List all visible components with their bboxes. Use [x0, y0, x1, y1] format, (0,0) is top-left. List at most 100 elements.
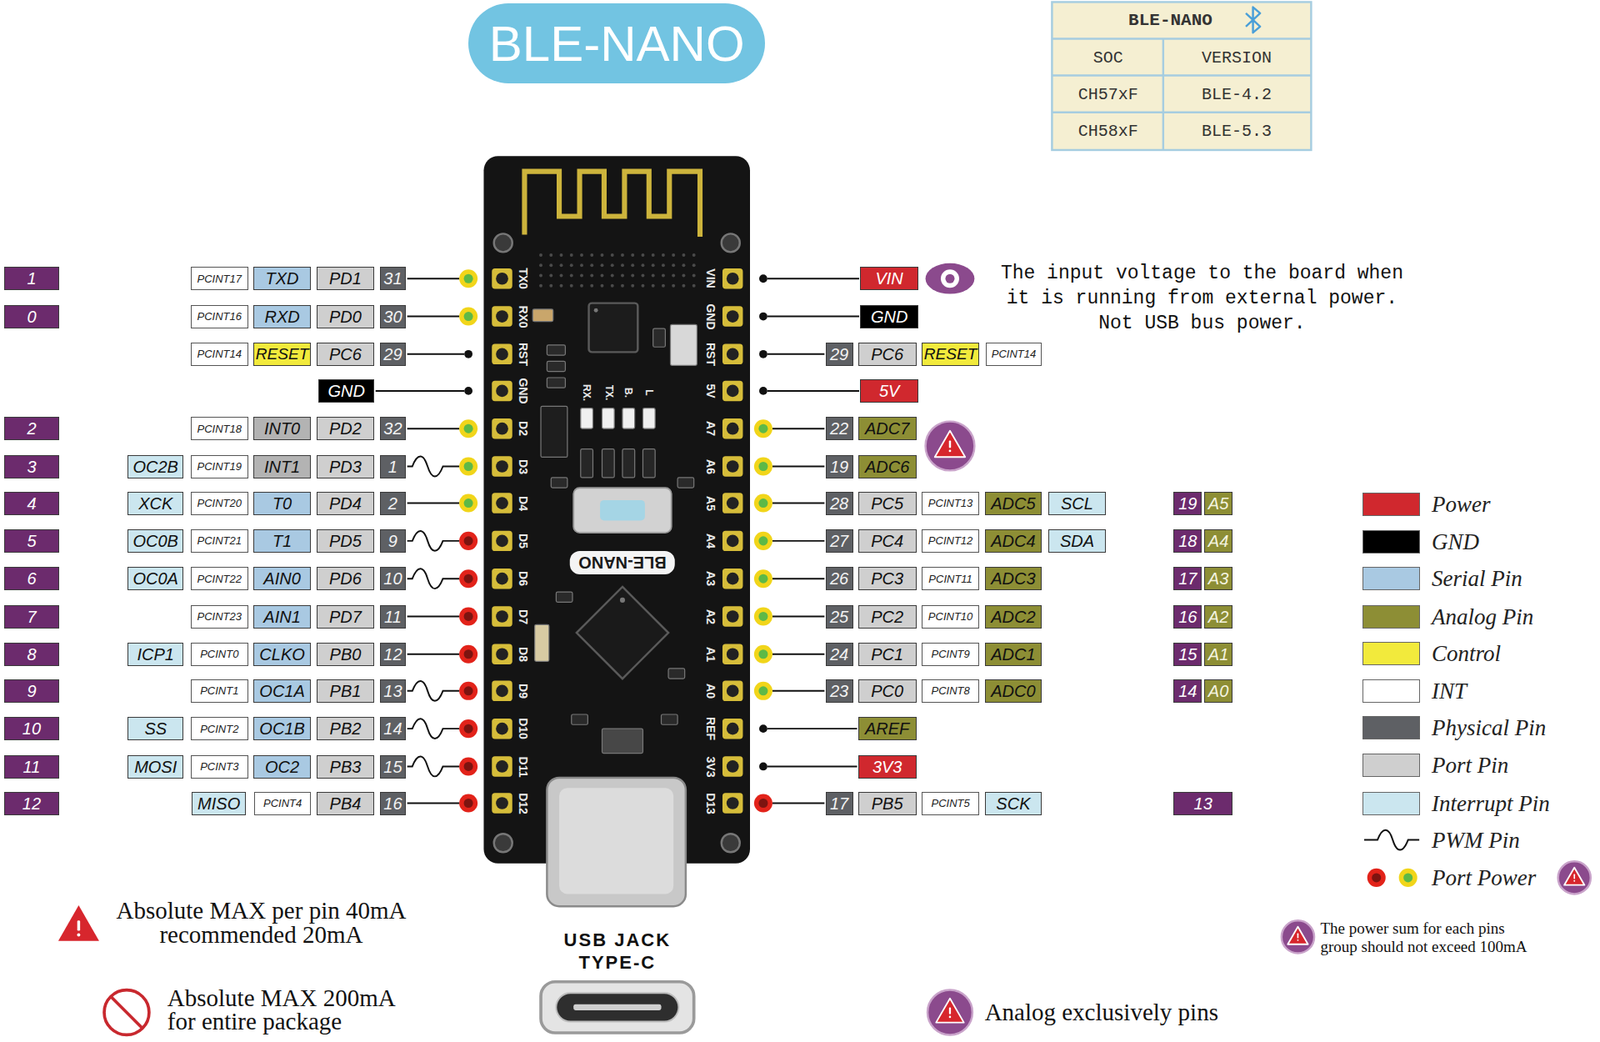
pin-label-text: GND	[327, 382, 365, 400]
pwm-wire	[407, 568, 460, 589]
arduino-pin-number: 18	[1173, 529, 1202, 553]
port-power-core	[464, 611, 474, 621]
reset-button-cap	[600, 500, 645, 520]
header-pad	[491, 680, 512, 701]
via-dot	[671, 263, 675, 267]
via-dot	[590, 274, 594, 278]
pin-label-text: ICP1	[136, 645, 174, 663]
pcint-label: PCINT1	[190, 679, 249, 703]
pin-label-text: ADC7	[865, 420, 910, 437]
pin-label-text: PCINT11	[928, 573, 973, 585]
header-pad	[722, 792, 743, 813]
exclamation-dot	[76, 932, 80, 936]
silkscreen-label: 3V3	[705, 755, 717, 777]
via-dot	[620, 263, 625, 267]
physical-pin-number: 28	[825, 491, 854, 515]
port-pin-label: PD4	[316, 491, 375, 515]
function-label: RXD	[253, 305, 312, 329]
pin-label-text: 24	[830, 645, 849, 663]
table-cell: VERSION	[1201, 47, 1272, 67]
pin-label-text: 0	[26, 308, 36, 325]
pin-label-text: PD5	[329, 532, 362, 550]
via-dot	[661, 253, 665, 257]
pin-wire	[772, 540, 825, 542]
mounting-hole	[494, 233, 513, 252]
pin-label-text: GND	[870, 308, 908, 325]
table-rule	[1162, 39, 1165, 150]
pin-label-text: PC5	[870, 495, 904, 512]
usb-c-icon	[540, 981, 695, 1033]
port-power-dot	[754, 645, 773, 664]
header-hole	[726, 722, 740, 735]
interrupt-pin-label: SS	[127, 716, 184, 740]
physical-pin-number: 15	[380, 755, 407, 779]
pcint-label: PCINT3	[190, 755, 249, 779]
analog-label: AREF	[858, 716, 917, 740]
port-power-dot	[459, 793, 478, 812]
pin-wire	[767, 315, 860, 318]
interrupt-pin-label: ICP1	[127, 642, 184, 666]
arduino-pin-number: 8	[4, 642, 60, 666]
smd-component	[580, 449, 594, 478]
physical-pin-number: 12	[380, 642, 407, 666]
via-dot	[580, 263, 584, 267]
main-chip	[576, 586, 669, 679]
header-pad	[722, 492, 743, 513]
prohibition-bar	[110, 996, 143, 1029]
pwm-wire	[407, 530, 460, 551]
pin-label-text: OC2B	[132, 458, 178, 475]
led-label: RX.	[581, 384, 592, 401]
port-power-dot	[459, 494, 478, 513]
pin-label-text: SCL	[1060, 495, 1094, 512]
via-dot	[610, 253, 615, 257]
port-power-dot	[1367, 868, 1386, 887]
header-hole	[726, 347, 740, 360]
pin-label-text: 3V3	[872, 758, 903, 775]
pcint-label: PCINT19	[190, 455, 249, 479]
pin-label-text: PCINT0	[200, 648, 239, 660]
pin-label-text: XCK	[138, 495, 173, 512]
pin-label-text: 29	[830, 345, 849, 363]
interrupt-pin-label: SCK	[985, 791, 1043, 815]
pin-label-text: ADC4	[990, 532, 1035, 550]
interrupt-pin-label: OC2B	[127, 455, 184, 479]
via-dot	[590, 263, 594, 267]
interrupt-pin-label: OC0A	[127, 566, 184, 590]
icon-disc	[925, 421, 975, 471]
pin-label-text: PC4	[870, 532, 904, 550]
legend-text: Physical Pin	[1431, 716, 1546, 740]
pin-label-text: 5	[26, 532, 36, 550]
arduino-pin-number: 15	[1173, 642, 1202, 666]
port-pin-label: PD2	[316, 416, 375, 440]
exclamation-bar	[1573, 874, 1575, 880]
physical-pin-number: 25	[825, 605, 854, 629]
legend-swatch	[1362, 530, 1421, 554]
interrupt-pin-label: SCL	[1048, 491, 1107, 515]
pcint-label: PCINT9	[921, 642, 980, 666]
header-hole	[495, 310, 509, 323]
pin-label-text: PCINT1	[200, 685, 239, 696]
via-dot	[641, 284, 645, 288]
port-power-core	[464, 761, 474, 771]
pin-label-text: AIN1	[263, 608, 300, 625]
silkscreen-label: D5	[517, 533, 530, 549]
via-dot	[681, 253, 685, 257]
pin-label-text: RXD	[264, 308, 300, 325]
physical-pin-number: 2	[380, 491, 407, 515]
silkscreen-label: RST	[517, 342, 530, 366]
icon-disc	[1281, 920, 1315, 953]
port-pin-label: PD3	[316, 455, 375, 479]
pin-label-text: INT1	[264, 458, 300, 475]
pin-label-text: 12	[22, 795, 41, 812]
via-dot	[580, 274, 584, 278]
chip-pin1-mark	[620, 597, 625, 603]
analog-alias-label: A4	[1204, 529, 1233, 553]
pin-label-text: A0	[1208, 682, 1229, 700]
port-power-core	[758, 535, 768, 545]
analog-alias-label: A1	[1204, 642, 1233, 666]
port-power-core	[464, 424, 474, 434]
header-pad	[722, 268, 743, 289]
pin-wire	[772, 615, 825, 617]
physical-pin-number: 26	[825, 566, 854, 590]
pin-label-text: 11	[384, 608, 402, 625]
